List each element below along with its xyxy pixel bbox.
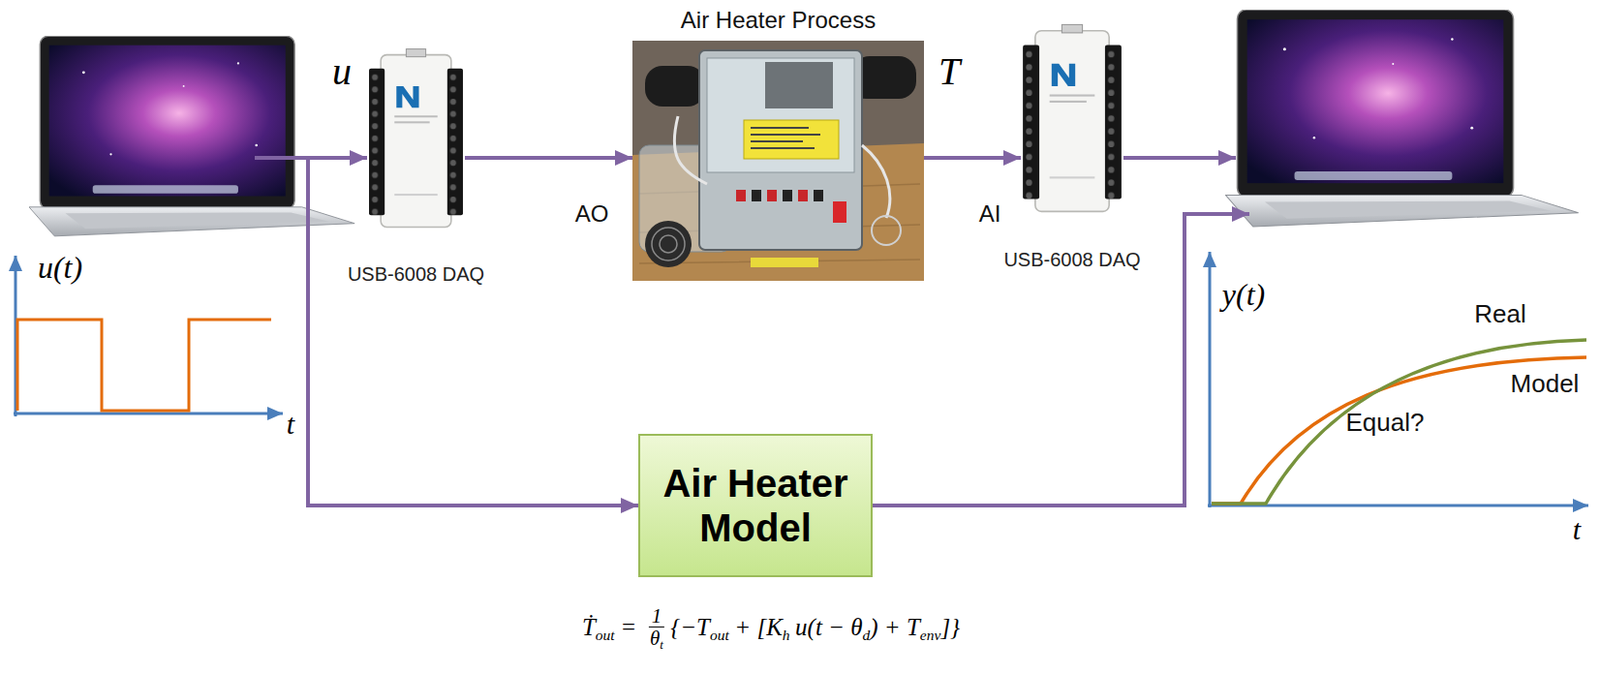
process-photo [871, 215, 901, 246]
fraction-denominator: θt [649, 627, 664, 650]
device-label: Air Heater Process [680, 6, 876, 34]
process-photo [750, 147, 815, 150]
signal-wires [872, 214, 1250, 506]
equation-term: h [782, 626, 791, 645]
output-plot [1207, 251, 1589, 508]
curve-label: Model [1510, 369, 1580, 399]
process-photo [750, 126, 809, 129]
process-photo [645, 220, 692, 268]
axis-label: t [1572, 513, 1581, 547]
process-photo [782, 189, 793, 202]
process-photo [699, 50, 862, 250]
axis-label: y(t) [1222, 276, 1265, 312]
process-photo [832, 201, 847, 223]
equation-term: = [621, 614, 636, 642]
signal-arrow [464, 155, 633, 160]
signal-wires [254, 155, 368, 160]
process-photo [765, 61, 833, 109]
box-title: Air Heater Model [657, 461, 854, 551]
process-photo: Air Heater Process [632, 40, 924, 281]
daq-device: USB-6008 DAQ [1020, 20, 1124, 220]
process-photo [767, 189, 777, 202]
signal-name: u [332, 50, 352, 93]
signal-wires [307, 157, 639, 506]
equation-group: {−Tout+ [Khu(t − θd) + Tenv]} [670, 614, 960, 642]
device-label: USB-6008 DAQ [1003, 248, 1140, 272]
curve-label: Real [1474, 299, 1526, 329]
axis-label: u(t) [37, 249, 83, 285]
process-photo [743, 120, 839, 159]
equation-term: out [595, 626, 616, 645]
equation-group: 1θt [648, 605, 666, 650]
signal-wires [1123, 155, 1236, 160]
daq-device: USB-6008 DAQ [367, 45, 465, 235]
equation-term: θ [649, 627, 660, 650]
process-photo [750, 133, 821, 136]
input-plot [17, 319, 272, 411]
process-photo [813, 189, 824, 202]
equation-term: t [659, 638, 664, 652]
equation-term: ) + T [869, 614, 921, 642]
equation-term: ]} [940, 614, 960, 642]
equation-term: 1 [651, 605, 663, 627]
daq-device-left [369, 49, 463, 228]
daq-device-right [1022, 24, 1122, 212]
equation-term: d [862, 626, 871, 645]
equation-term: u(t − θ [795, 614, 862, 642]
process-photo [707, 58, 855, 173]
process-photo [632, 40, 924, 281]
laptop-right [1225, 9, 1578, 227]
output-plot [1211, 339, 1587, 504]
device-label: USB-6008 DAQ [347, 263, 485, 286]
process-photo [798, 189, 808, 202]
fraction-numerator: 1 [648, 605, 666, 628]
signal-name: AI [979, 200, 1002, 228]
model-box: Air Heater Model [638, 433, 873, 578]
axis-label: t [286, 407, 295, 441]
equation-term: env [920, 626, 942, 645]
process-photo [632, 40, 924, 281]
equation-term: out [709, 626, 730, 645]
signal-name: T [938, 50, 960, 93]
signal-name: AO [575, 200, 610, 228]
laptop-left [29, 35, 355, 237]
process-photo [750, 140, 803, 143]
input-plot [13, 412, 283, 416]
equation-term: Ṫ [582, 614, 596, 642]
equation-term: {−T [670, 614, 710, 642]
signal-arrow [923, 155, 1021, 160]
process-photo [736, 189, 746, 202]
output-plot [1208, 251, 1212, 508]
model-equation: Ṫout=1θt{−Tout+ [Khu(t − θd) + Tenv]} [582, 605, 960, 650]
process-photo [751, 189, 762, 202]
equation-term: + [K [734, 614, 783, 642]
process-photo [645, 65, 706, 107]
note: Equal? [1346, 407, 1425, 437]
equation-group: Ṫout = [582, 614, 644, 642]
process-photo [674, 116, 891, 218]
process-photo [750, 257, 819, 268]
process-photo [651, 227, 685, 261]
process-photo [659, 235, 677, 253]
